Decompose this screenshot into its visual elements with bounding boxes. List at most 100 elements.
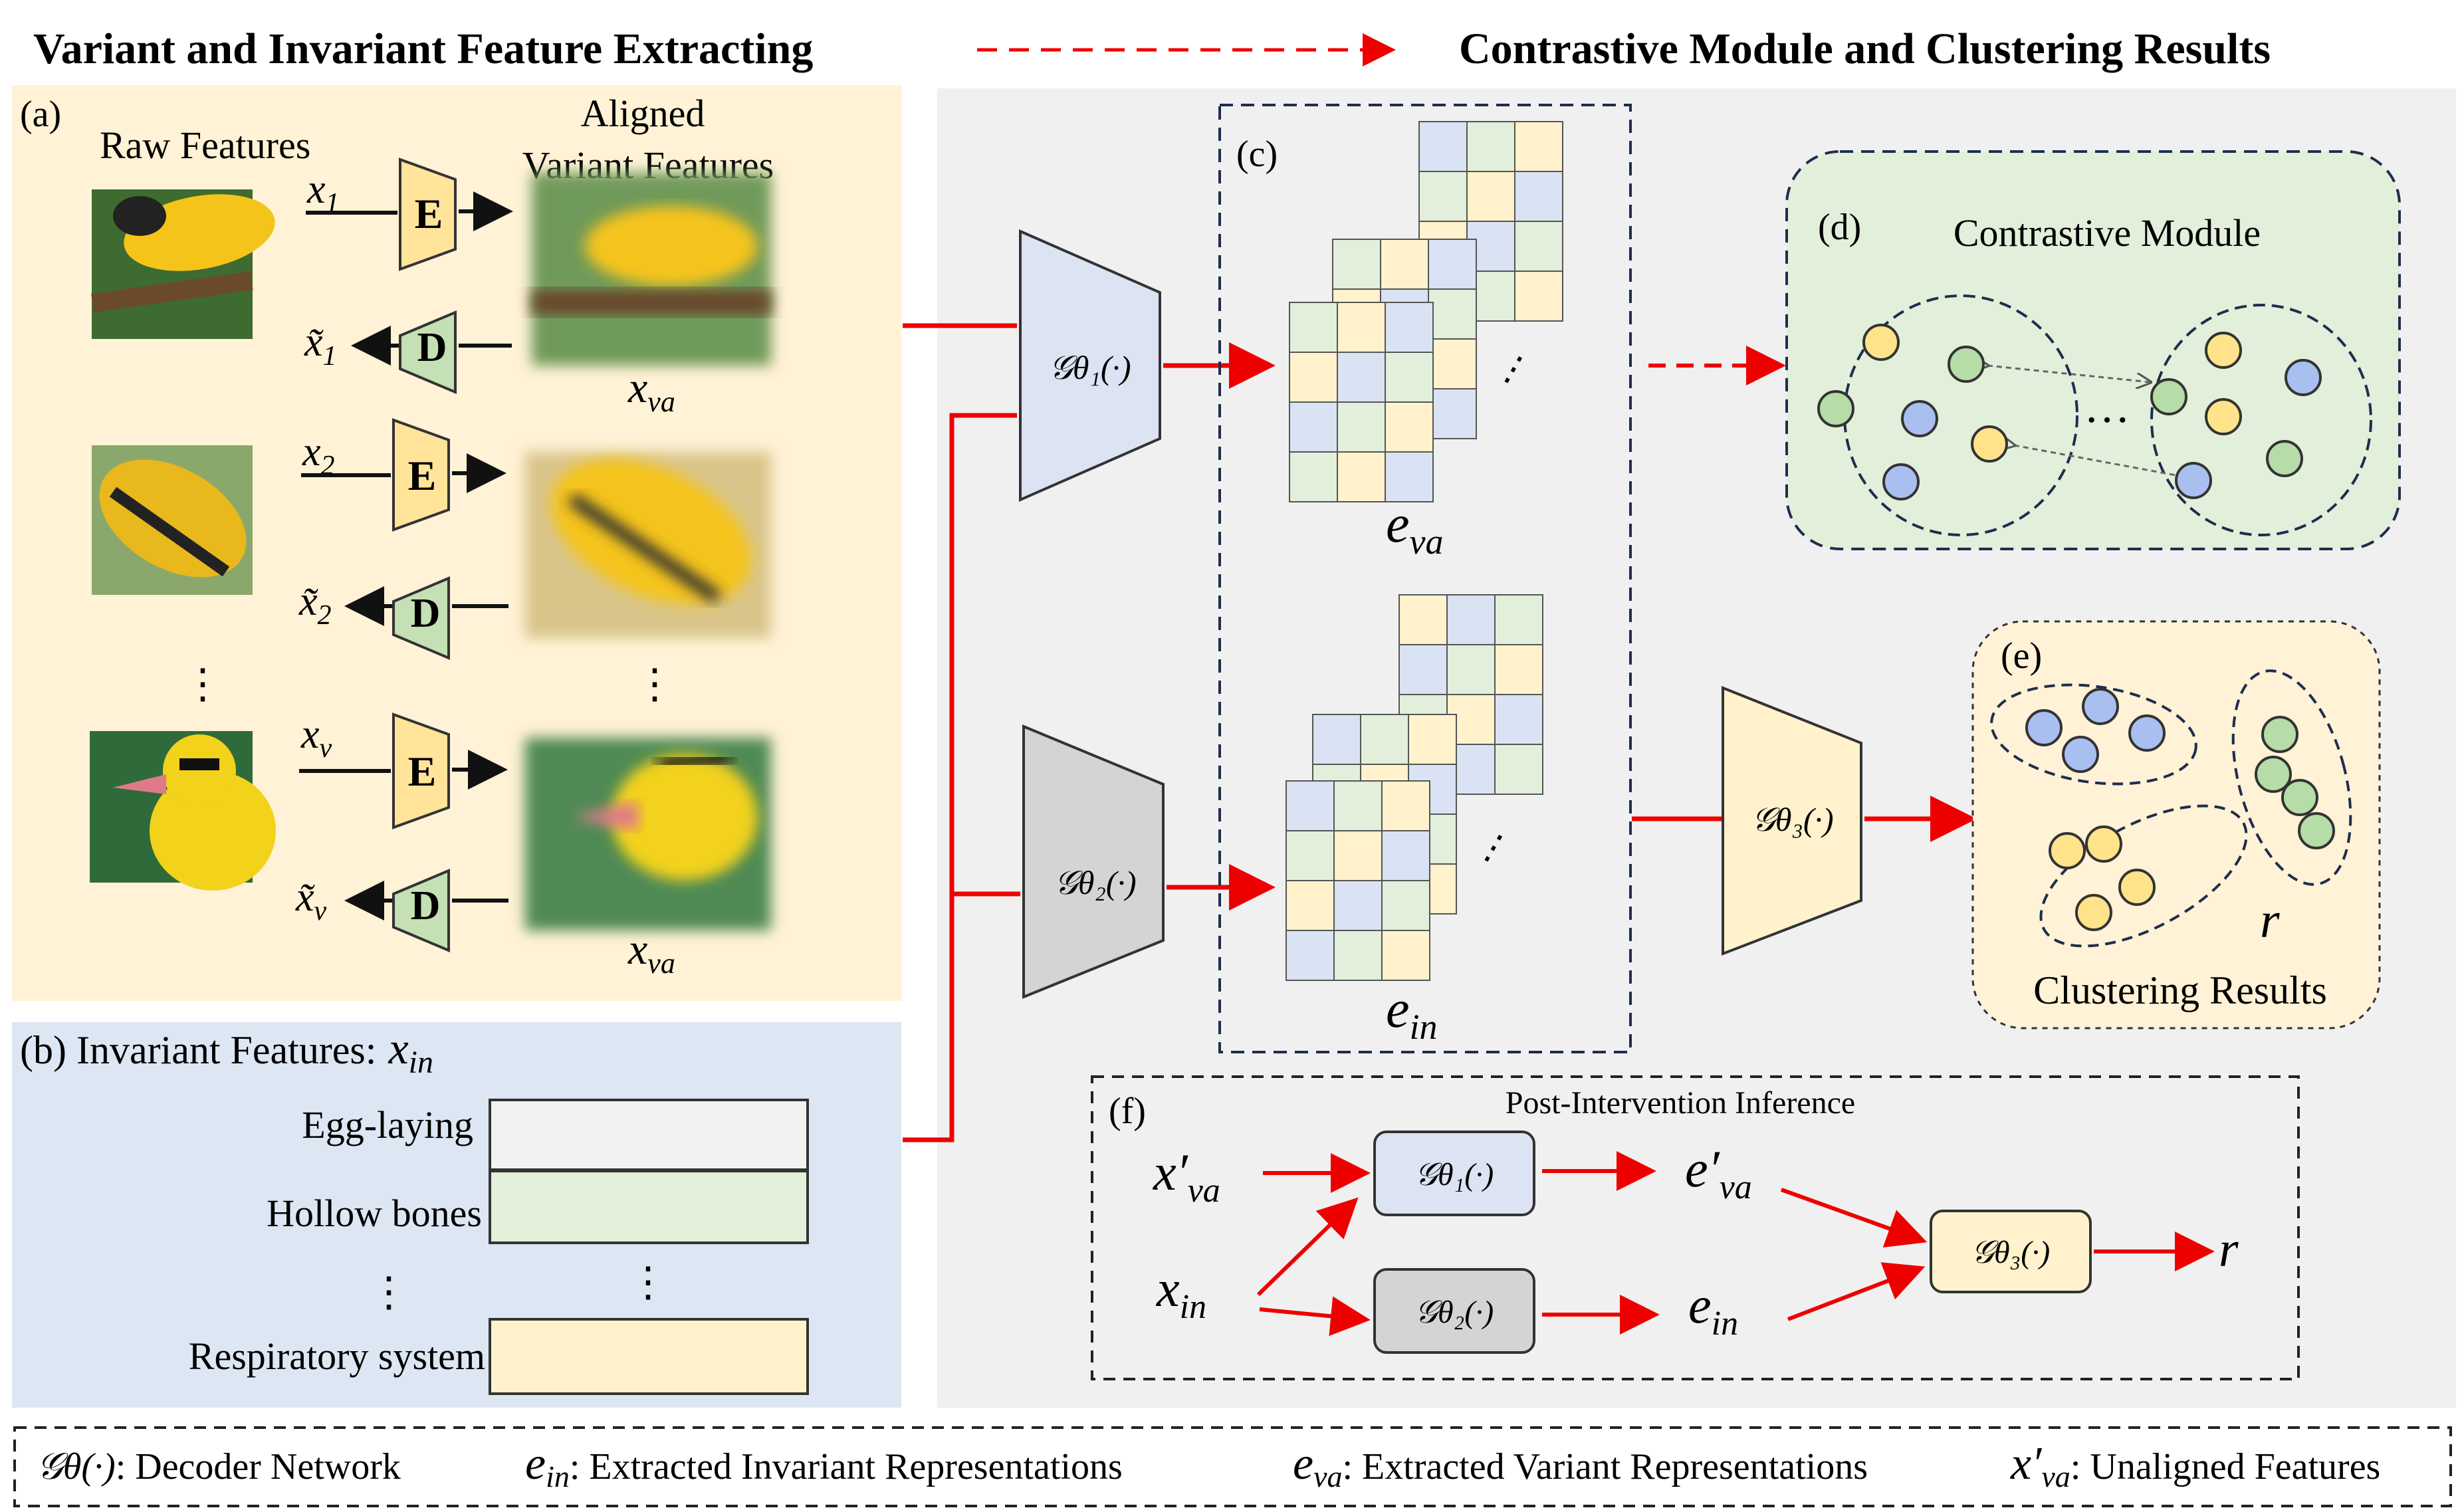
aligned-label-line1: Aligned [581,92,705,135]
cluster-point-2 [2082,688,2119,725]
grid-cell [1286,780,1335,831]
invariant-item-1-label: Egg-laying [302,1103,473,1146]
input-xv-label: xv [300,712,332,764]
feature-row-v: xv E D x̃v xva [90,712,771,980]
post-g1-box [1373,1131,1535,1216]
grid-cell [1398,644,1448,695]
post-e-in-label: ein [1688,1276,1738,1343]
grid-cell [1385,352,1434,403]
legend-e-in: ein: Extracted Invariant Representations [525,1438,1123,1493]
post-x-va-label: x′va [1153,1143,1220,1210]
arrow-post-eva-g3 [1780,1188,1928,1247]
cluster-blue [1990,683,2197,786]
cluster-point-11 [2118,869,2156,906]
cluster-point-5 [2261,716,2298,753]
grid-cell [1289,302,1338,353]
post-r-label: r [2219,1222,2239,1277]
panel-a-right-ellipsis: ⋮ [634,662,675,707]
cluster-point-10 [2085,825,2122,863]
invariant-item-3-label: Respiratory system [189,1335,485,1378]
grid-cell [1337,302,1386,353]
arrow-post-xin-g1 [1256,1197,1359,1297]
grid-cell [1381,780,1430,831]
grid-in-front [1286,780,1430,981]
cluster-point-4 [2062,736,2099,773]
cluster-point-9 [2049,832,2086,869]
decoder-v [392,868,450,953]
connector-b-to-g1-g2 [903,413,1017,1142]
recon-x2-label: x̃2 [298,579,332,631]
decoder-2-label: D [411,591,441,636]
cluster-result-r: r [2260,893,2280,948]
grid-cell [1337,401,1386,453]
legend-g: 𝒢θ(·): Decoder Network [37,1446,401,1487]
grid-cell [1381,930,1430,981]
contrastive-point-10 [2205,398,2242,435]
grid-cell [1289,451,1338,502]
recon-x1-label: x̃1 [304,320,337,372]
contrastive-cluster-left [1843,294,2078,536]
grid-cell [1494,594,1543,645]
grid-cell [1514,270,1563,322]
encoder-v-label: E [408,748,437,795]
cluster-yellow [2039,804,2248,948]
grid-cell [1360,714,1409,765]
decoder-1-label: D [417,325,447,370]
legend-box [13,1426,2452,1507]
cluster-point-1 [2025,709,2063,746]
grid-cell [1466,171,1515,222]
grid-cell [1446,644,1496,695]
panel-f-title: Post-Intervention Inference [1506,1085,1855,1121]
panel-a-tag: (a) [20,94,61,135]
contrastive-point-8 [2285,359,2322,396]
contrastive-point-6 [1882,463,1920,500]
grid-cell [1385,302,1434,353]
panel-c-dashed-box [1218,104,1632,1053]
contrastive-point-1 [1862,324,1900,361]
cluster-point-6 [2255,756,2292,793]
raw-image-bird-v [90,731,276,891]
invariant-item-3-bar [489,1318,809,1395]
grid-cell [1494,694,1543,745]
decoder-1 [399,310,457,395]
grid-cell [1385,401,1434,453]
cluster-point-12 [2075,894,2112,931]
grid-cell [1286,930,1335,981]
panel-f-dashed-box [1091,1075,2300,1380]
contrastive-point-12 [2266,440,2303,477]
grid-cell [1333,780,1383,831]
recon-xv-label: x̃v [295,875,327,926]
raw-image-bird-2 [92,445,253,595]
embedding-grid-stack-va [1289,121,1563,502]
grid-cell [1333,930,1383,981]
grid-cell [1418,171,1468,222]
panel-b-left-ellipsis: ⋮ [368,1270,409,1315]
encoder-1-label: E [415,190,443,237]
cluster-point-7 [2281,779,2318,816]
grid-va-front [1289,302,1434,502]
decoder-2 [392,576,450,661]
grid-cell [1337,451,1386,502]
aligned-image-v [525,738,771,930]
cluster-points [2025,688,2335,931]
grid-cell [1333,830,1383,881]
grid-cell [1289,401,1338,453]
contrastive-point-7 [2205,332,2242,369]
grid-cell [1494,744,1543,795]
panel-b-title: (b) Invariant Features:xin [20,1023,433,1080]
grid-cell [1398,594,1448,645]
grid-cell [1428,388,1477,439]
aligned-image-1 [532,173,771,366]
panel-f-tag: (f) [1109,1091,1146,1132]
network-g3-trapezoid [1722,686,1862,956]
contrastive-point-2 [1948,346,1985,383]
panel-d-tag: (d) [1818,207,1861,248]
grid-cell [1446,594,1496,645]
network-g2-label: 𝒢θ₂(·) [1054,864,1136,901]
post-g2-label: 𝒢θ₂(·) [1415,1295,1494,1330]
grid-cell [1381,880,1430,931]
aligned-x-va-label-v: xva [627,925,675,980]
e-va-label: eva [1386,495,1443,562]
panel-a-left-ellipsis: ⋮ [182,662,223,707]
